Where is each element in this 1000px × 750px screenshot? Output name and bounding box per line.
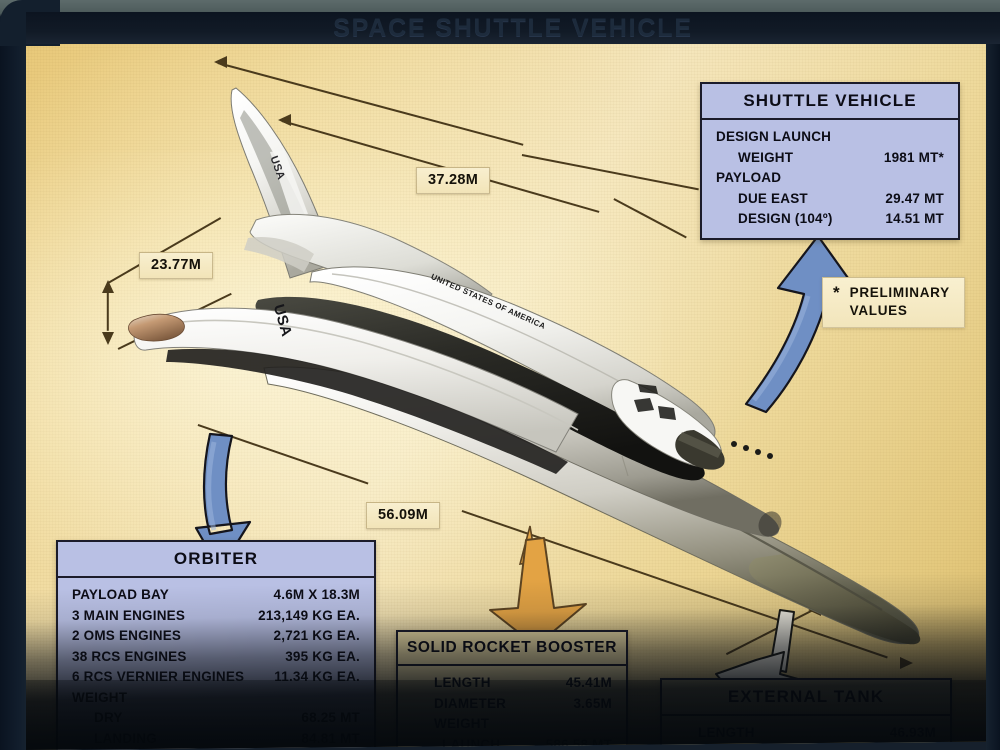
- spec-row: WEIGHT: [72, 688, 360, 709]
- spec-label: DIAMETER: [676, 744, 770, 750]
- spec-row: 38 RCS ENGINES 395 KG EA.: [72, 647, 360, 668]
- dim-leader-box-link-mid: [613, 198, 687, 238]
- external-tank-title: EXTERNAL TANK: [662, 680, 950, 716]
- spec-label: 2 OMS ENGINES: [72, 628, 182, 644]
- spec-row: DIAMETER 8.47M: [676, 744, 936, 750]
- spec-value: 213,149 KG EA.: [258, 607, 360, 623]
- preliminary-values-text: PRELIMINARY VALUES: [849, 285, 950, 318]
- dim-arrow-length-right: [900, 657, 913, 669]
- spec-label: 6 RCS VERNIER ENGINES: [72, 669, 245, 685]
- spec-label: DUE EAST: [738, 190, 808, 206]
- spec-label: WEIGHT: [738, 149, 794, 165]
- spec-label: WEIGHT: [434, 716, 490, 732]
- spec-label: 38 RCS ENGINES: [72, 648, 187, 664]
- info-box-solid-rocket-booster[interactable]: SOLID ROCKET BOOSTER LENGTH 45.41M DIAMETE…: [396, 630, 628, 750]
- spec-label: LAUNCH: [442, 736, 501, 750]
- dim-arrow-height-down: [102, 332, 114, 345]
- spec-row: DESIGN LAUNCH: [716, 127, 944, 148]
- spec-row: 2 OMS ENGINES 2,721 KG EA.: [72, 626, 360, 647]
- page-title: SPACE SHUTTLE VEHICLE: [333, 13, 693, 42]
- spec-row: 6 RCS VERNIER ENGINES 11.34 KG EA.: [72, 667, 360, 688]
- spec-value: 14.51 MT: [885, 211, 944, 227]
- spec-row: DESIGN (104º) 14.51 MT: [716, 209, 944, 230]
- asterisk-icon: *: [833, 283, 840, 302]
- spec-row: LENGTH 45.41M: [412, 673, 612, 694]
- spec-label: DIAMETER: [434, 695, 507, 711]
- dim-leader-height-lower: [117, 292, 232, 350]
- spec-value: 3.65M: [573, 695, 612, 711]
- spec-row: LANDING 84.81 MT: [72, 729, 360, 750]
- spec-row: DUE EAST 29.47 MT: [716, 189, 944, 210]
- spec-value: 395 KG EA.: [285, 648, 360, 664]
- srb-rows: LENGTH 45.41M DIAMETER 3.65M WEIGHT LAUNCH 586…: [398, 666, 626, 750]
- spec-label: DESIGN LAUNCH: [716, 129, 832, 144]
- case-frame-left: [0, 0, 26, 750]
- spec-row: DIAMETER 3.65M: [412, 694, 612, 715]
- spec-value: 2,721 KG EA.: [273, 628, 360, 644]
- spec-label: PAYLOAD: [716, 170, 782, 186]
- dim-leader-wingspan-upper: [217, 62, 524, 146]
- spec-value: 8.47M: [897, 744, 936, 750]
- spec-label: LENGTH: [434, 675, 491, 690]
- spec-row: DRY 68.25 MT: [72, 708, 360, 729]
- spec-row: 3 MAIN ENGINES 213,149 KG EA.: [72, 606, 360, 627]
- spec-label: DESIGN (104º): [738, 211, 833, 227]
- spec-row: WEIGHT 1981 MT*: [716, 148, 944, 169]
- dim-arrow-height-up: [102, 280, 114, 293]
- spec-row: LAUNCH 586.58 MT: [412, 735, 612, 750]
- spec-row: WEIGHT: [412, 714, 612, 735]
- spec-value: 586.58 MT: [545, 736, 612, 750]
- info-box-shuttle-vehicle[interactable]: SHUTTLE VEHICLE DESIGN LAUNCH WEIGHT 1981 …: [700, 82, 960, 240]
- info-box-external-tank[interactable]: EXTERNAL TANK LENGTH46.93MDIAMETER8.47MW…: [660, 678, 952, 750]
- spec-row: PAYLOAD BAY 4.6M X 18.3M: [72, 585, 360, 606]
- spec-label: 3 MAIN ENGINES: [72, 607, 186, 623]
- spec-label: LANDING: [94, 730, 157, 746]
- spec-row: LENGTH 46.93M: [676, 723, 936, 744]
- callout-arrow-solid-rocket-booster: [489, 525, 587, 647]
- orbiter-rows: PAYLOAD BAY 4.6M X 18.3M 3 MAIN ENGINES 213…: [58, 578, 374, 750]
- dim-leader-box-link-top: [521, 154, 699, 190]
- spec-label: DRY: [94, 710, 123, 726]
- dimension-label-wingspan: 37.28M: [416, 167, 491, 194]
- spec-row: PAYLOAD: [716, 168, 944, 189]
- marking-tail-usa: USA: [267, 154, 288, 182]
- spec-value: 4.6M X 18.3M: [273, 587, 360, 602]
- spec-label: PAYLOAD BAY: [72, 587, 169, 602]
- dim-arrow-wingspan-left: [214, 56, 227, 68]
- marking-united-states-of-america: UNITED STATES OF AMERICA: [429, 272, 548, 331]
- preliminary-values-note: * PRELIMINARY VALUES: [822, 277, 965, 328]
- shuttle-vehicle-title: SHUTTLE VEHICLE: [702, 84, 958, 120]
- dim-leader-height-vert: [107, 290, 109, 331]
- spec-label: WEIGHT: [72, 689, 128, 705]
- spec-value: 45.41M: [565, 675, 612, 690]
- spec-value: 11.34 KG EA.: [274, 669, 360, 685]
- spec-value: 29.47 MT: [885, 190, 944, 206]
- shuttle-vehicle-rows: DESIGN LAUNCH WEIGHT 1981 MT* PAYLOAD DUE EA…: [702, 120, 958, 238]
- spec-value: 46.93M: [889, 725, 936, 740]
- info-box-orbiter[interactable]: ORBITER PAYLOAD BAY 4.6M X 18.3M 3 MAIN EN…: [56, 540, 376, 750]
- marking-wing-usa: USA: [269, 302, 296, 339]
- srb-title: SOLID ROCKET BOOSTER: [398, 632, 626, 666]
- spec-value: 84.81 MT: [301, 730, 360, 746]
- spec-value: 1981 MT*: [883, 149, 944, 165]
- spec-label: LENGTH: [698, 725, 755, 740]
- dim-arrow-wingspan-left2: [278, 114, 291, 126]
- spec-value: 68.25 MT: [301, 710, 360, 726]
- poster-board: UNITED STATES OF AMERICA USA USA: [22, 23, 988, 750]
- dimension-label-length: 56.09M: [366, 502, 441, 529]
- case-frame-right: [986, 0, 1000, 750]
- panel-title-bar: SPACE SHUTTLE VEHICLE: [26, 12, 1000, 44]
- dimension-label-height: 23.77M: [139, 252, 214, 279]
- orbiter-title: ORBITER: [58, 542, 374, 578]
